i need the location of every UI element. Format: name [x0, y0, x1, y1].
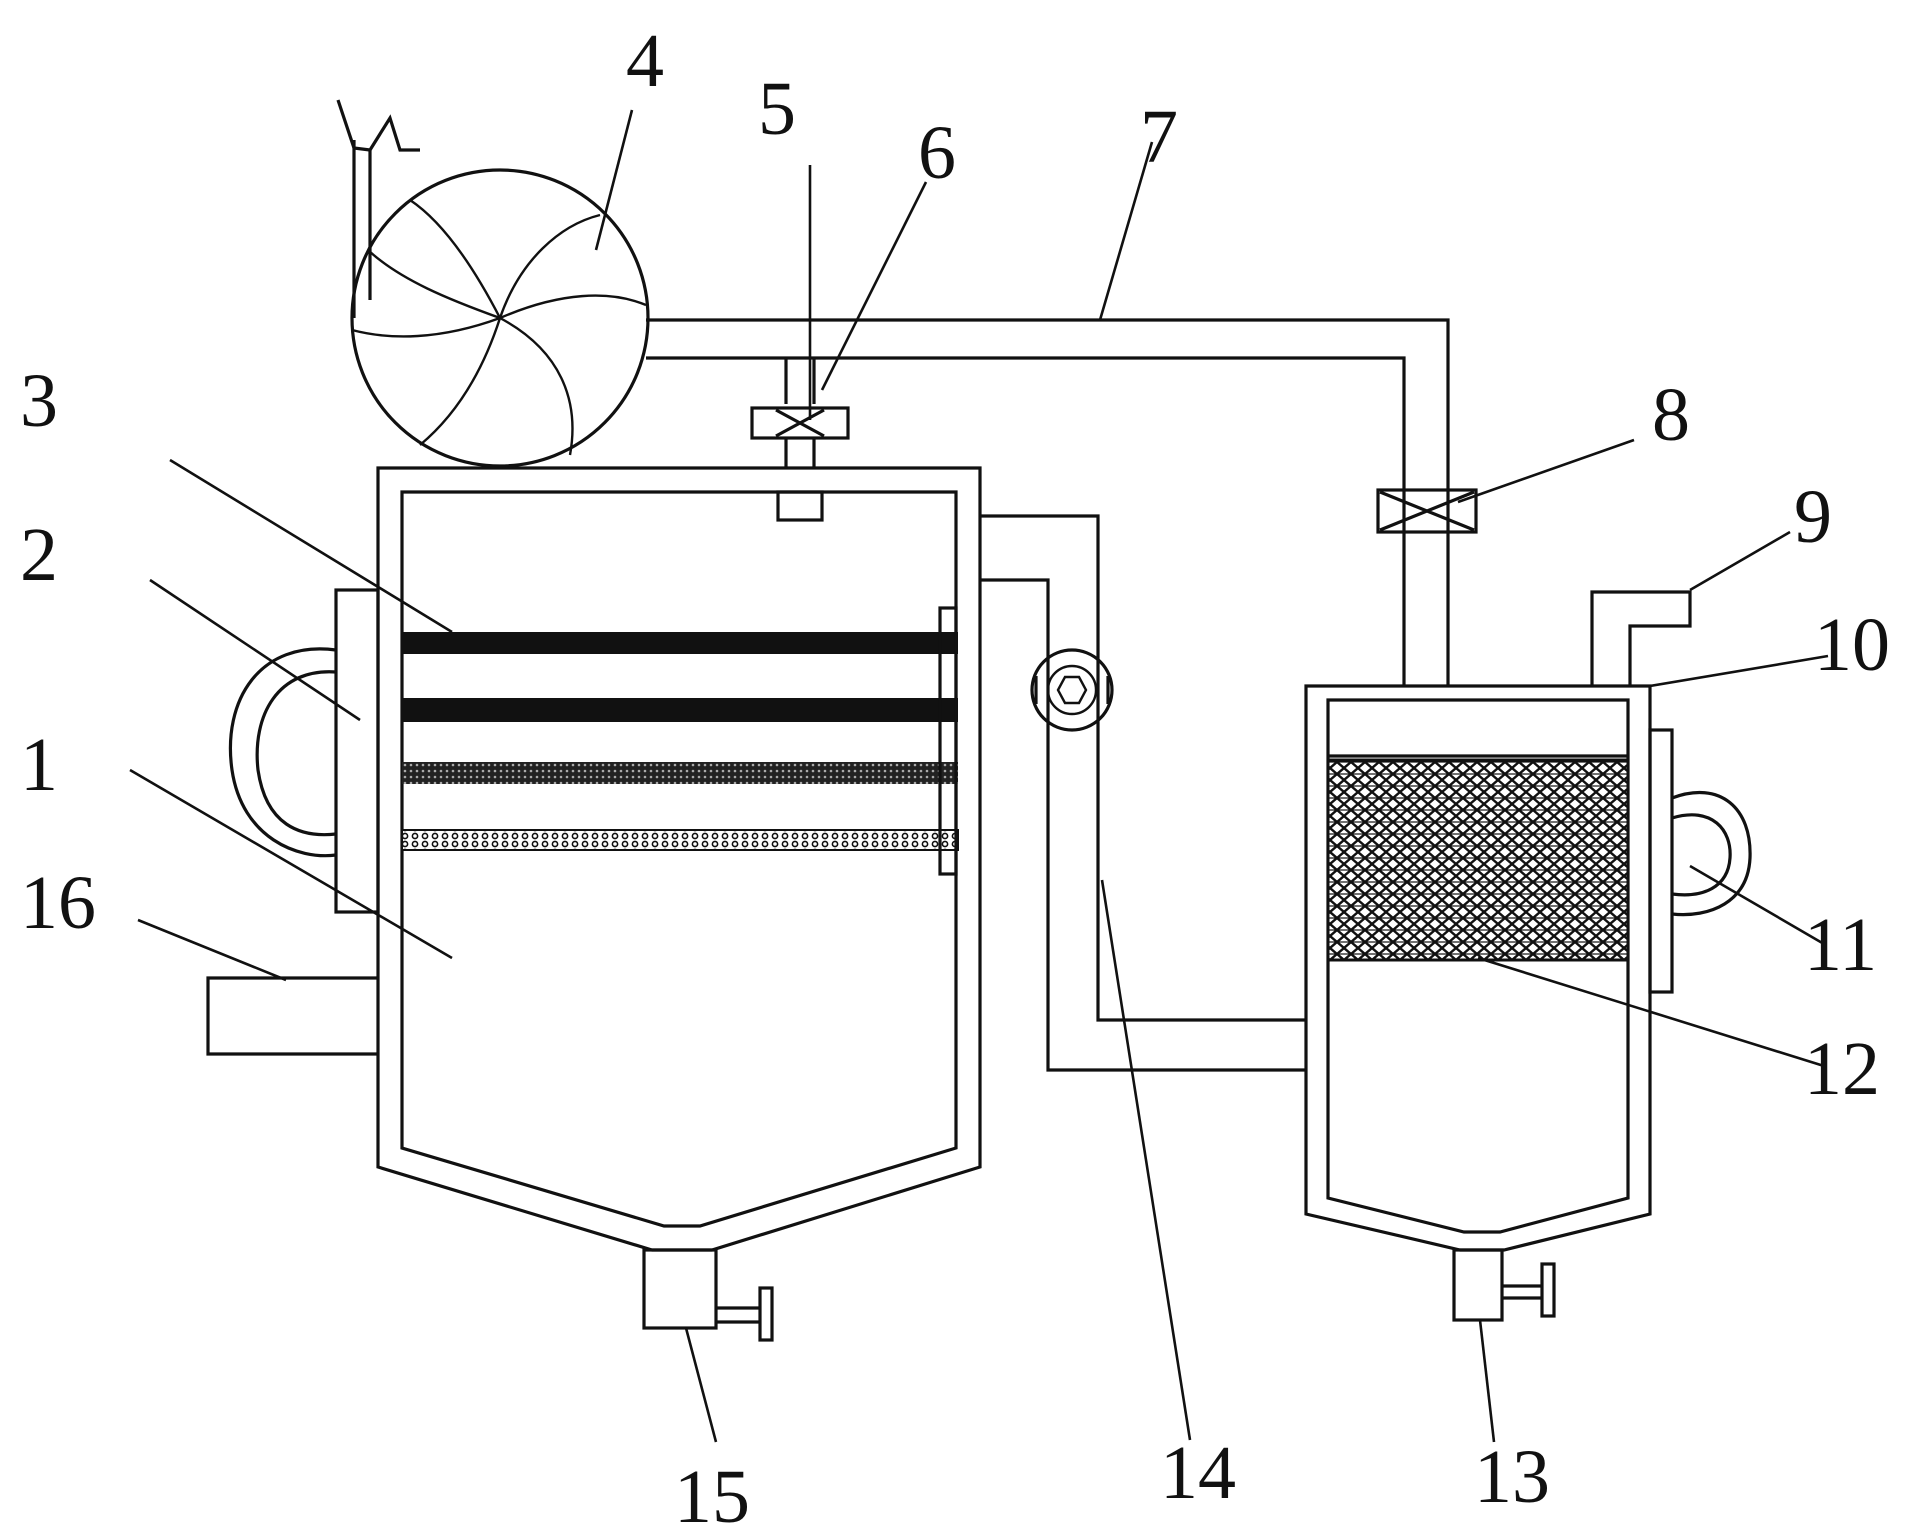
- left-drain-valve: [642, 1248, 774, 1342]
- connecting-pipe: [980, 514, 1306, 1072]
- label-2: 2: [20, 513, 58, 597]
- label-15: 15: [674, 1455, 750, 1530]
- right-side-bracket: [1648, 728, 1752, 994]
- label-9: 9: [1794, 475, 1832, 559]
- label-12: 12: [1804, 1027, 1880, 1111]
- right-tank: [1304, 684, 1652, 1252]
- filter-layers: [401, 606, 959, 876]
- exhaust-pipe: [1590, 590, 1692, 686]
- top-pipe: [646, 318, 1450, 686]
- label-16: 16: [20, 861, 96, 945]
- side-outlet-pipe: [206, 976, 378, 1056]
- circulation-pump: [1030, 648, 1114, 732]
- label-7: 7: [1140, 95, 1178, 179]
- label-13: 13: [1474, 1435, 1550, 1519]
- label-6: 6: [918, 111, 956, 195]
- blower-fan: [336, 99, 650, 468]
- label-4: 4: [626, 19, 664, 103]
- right-drain-valve: [1452, 1248, 1556, 1322]
- left-tank: [376, 466, 982, 1252]
- label-5: 5: [758, 67, 796, 151]
- branch-valve: [750, 406, 850, 440]
- label-10: 10: [1814, 603, 1890, 687]
- label-3: 3: [20, 359, 58, 443]
- top-pipe-valve: [1376, 488, 1478, 534]
- part-labels: 1 2 3 4 5 6 7 8 9 10 11 12 13 14 15 16: [20, 19, 1890, 1530]
- branch-pipe: [776, 165, 824, 522]
- label-1: 1: [20, 723, 58, 807]
- label-8: 8: [1652, 373, 1690, 457]
- leader-lines: [129, 109, 1829, 1443]
- left-side-bracket: [228, 588, 380, 914]
- label-14: 14: [1160, 1431, 1236, 1515]
- label-11: 11: [1804, 903, 1877, 987]
